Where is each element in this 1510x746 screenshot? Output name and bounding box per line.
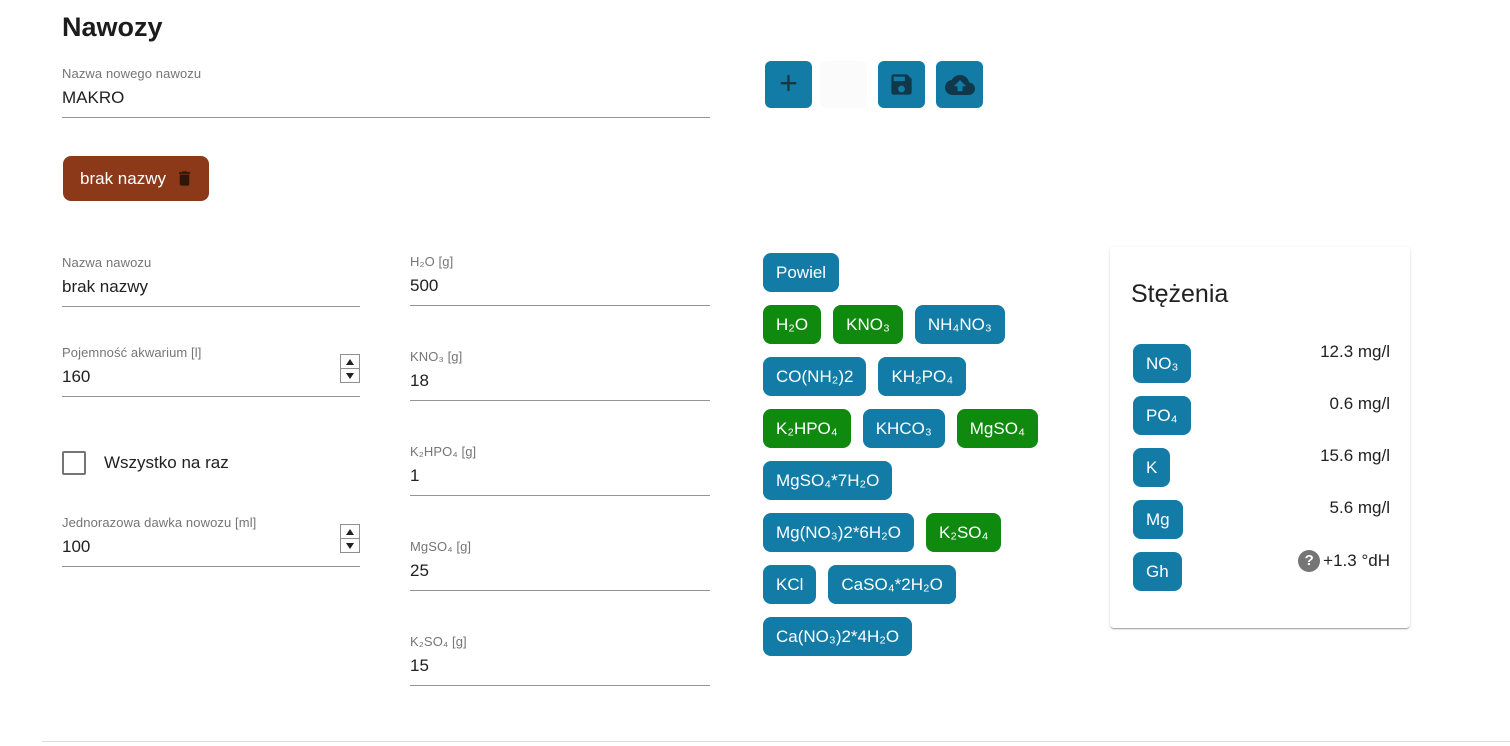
upload-button[interactable] xyxy=(936,61,983,108)
gh-value: ? +1.3 °dH xyxy=(1298,550,1390,572)
concentration-row-po4: PO₄ 0.6 mg/l xyxy=(1133,394,1390,448)
kno3-grams-label: KNO₃ [g] xyxy=(410,349,463,364)
fertilizer-name-value[interactable]: brak nazwy xyxy=(62,277,148,296)
trash-icon[interactable] xyxy=(175,168,194,189)
mgso4-grams-value[interactable]: 25 xyxy=(410,561,429,580)
input-underline xyxy=(62,306,360,307)
input-underline xyxy=(410,590,710,591)
chip-mgso4-7h2o[interactable]: MgSO₄*7H₂O xyxy=(763,461,893,500)
chip-co-nh2-2[interactable]: CO(NH₂)2 xyxy=(763,357,867,396)
save-button[interactable] xyxy=(878,61,925,108)
mgso4-grams-field[interactable]: MgSO₄ [g] 25 xyxy=(410,539,710,591)
add-fertilizer-button[interactable]: + xyxy=(765,61,812,108)
chip-kh2po4[interactable]: KH₂PO₄ xyxy=(878,357,967,396)
input-underline xyxy=(410,495,710,496)
single-dose-value[interactable]: 100 xyxy=(62,537,91,556)
aquarium-volume-value[interactable]: 160 xyxy=(62,367,91,386)
chip-h2o[interactable]: H₂O xyxy=(763,305,822,344)
chip-kcl[interactable]: KCl xyxy=(763,565,817,604)
chip-k2so4[interactable]: K₂SO₄ xyxy=(926,513,1002,552)
spinner-down-icon[interactable] xyxy=(341,539,359,552)
mg-value: 5.6 mg/l xyxy=(1329,498,1390,517)
h2o-grams-value[interactable]: 500 xyxy=(410,276,439,295)
no3-value: 12.3 mg/l xyxy=(1320,342,1390,361)
compound-chips: Powiel H₂O KNO₃ NH₄NO₃ CO(NH₂)2 KH₂PO₄ K… xyxy=(763,253,1038,669)
kno3-grams-field[interactable]: KNO₃ [g] 18 xyxy=(410,349,710,401)
new-fertilizer-name-label: Nazwa nowego nawozu xyxy=(62,66,202,81)
k-chip[interactable]: K xyxy=(1133,448,1171,487)
chip-mgno3-6h2o[interactable]: Mg(NO₃)2*6H₂O xyxy=(763,513,914,552)
concentration-row-mg: Mg 5.6 mg/l xyxy=(1133,498,1390,552)
chip-khco3[interactable]: KHCO₃ xyxy=(862,409,945,448)
chip-caso4-2h2o[interactable]: CaSO₄*2H₂O xyxy=(828,565,956,604)
bottom-divider xyxy=(42,741,1510,742)
input-underline xyxy=(410,305,710,306)
concentration-row-k: K 15.6 mg/l xyxy=(1133,446,1390,500)
saved-fertilizer-chip[interactable]: brak nazwy xyxy=(63,156,209,201)
po4-value: 0.6 mg/l xyxy=(1329,394,1390,413)
k2so4-grams-value[interactable]: 15 xyxy=(410,656,429,675)
spinner-up-icon[interactable] xyxy=(341,355,359,369)
concentration-row-no3: NO₃ 12.3 mg/l xyxy=(1133,342,1390,396)
duplicate-chip[interactable]: Powiel xyxy=(763,253,840,292)
mgso4-grams-label: MgSO₄ [g] xyxy=(410,539,472,554)
gh-value-text: +1.3 °dH xyxy=(1323,551,1390,570)
chip-cano3-4h2o[interactable]: Ca(NO₃)2*4H₂O xyxy=(763,617,913,656)
chip-k2hpo4[interactable]: K₂HPO₄ xyxy=(763,409,851,448)
input-underline xyxy=(410,685,710,686)
kno3-grams-value[interactable]: 18 xyxy=(410,371,429,390)
input-underline xyxy=(62,396,360,397)
k2so4-grams-field[interactable]: K₂SO₄ [g] 15 xyxy=(410,634,710,686)
k2hpo4-grams-value[interactable]: 1 xyxy=(410,466,420,485)
spinner-down-icon[interactable] xyxy=(341,369,359,382)
new-fertilizer-name-value[interactable]: MAKRO xyxy=(62,88,125,107)
single-dose-field[interactable]: Jednorazowa dawka nowozu [ml] 100 xyxy=(62,515,360,567)
k-value: 15.6 mg/l xyxy=(1320,446,1390,465)
question-mark-icon[interactable]: ? xyxy=(1298,550,1321,572)
concentrations-card: Stężenia NO₃ 12.3 mg/l PO₄ 0.6 mg/l K 15… xyxy=(1110,247,1410,628)
input-underline xyxy=(62,117,710,118)
all-at-once-checkbox-row[interactable]: Wszystko na raz xyxy=(62,451,229,475)
new-fertilizer-name-field[interactable]: Nazwa nowego nawozu MAKRO xyxy=(62,66,710,118)
dose-spinner[interactable] xyxy=(340,524,360,553)
mg-chip[interactable]: Mg xyxy=(1133,500,1183,539)
all-at-once-label: Wszystko na raz xyxy=(104,453,229,472)
k2hpo4-grams-label: K₂HPO₄ [g] xyxy=(410,444,477,459)
save-icon xyxy=(888,71,915,98)
k2so4-grams-label: K₂SO₄ [g] xyxy=(410,634,467,649)
plus-icon: + xyxy=(779,65,798,101)
concentration-row-gh: Gh ? +1.3 °dH xyxy=(1133,550,1390,604)
toolbar-blank-button[interactable] xyxy=(820,61,867,108)
aquarium-volume-label: Pojemność akwarium [l] xyxy=(62,345,202,360)
gh-chip[interactable]: Gh xyxy=(1133,552,1182,591)
aquarium-volume-field[interactable]: Pojemność akwarium [l] 160 xyxy=(62,345,360,397)
spinner-up-icon[interactable] xyxy=(341,525,359,539)
no3-chip[interactable]: NO₃ xyxy=(1133,344,1192,383)
single-dose-label: Jednorazowa dawka nowozu [ml] xyxy=(62,515,257,530)
chip-kno3[interactable]: KNO₃ xyxy=(833,305,903,344)
all-at-once-checkbox[interactable] xyxy=(62,451,86,475)
po4-chip[interactable]: PO₄ xyxy=(1133,396,1191,435)
saved-fertilizer-label: brak nazwy xyxy=(80,168,166,188)
h2o-grams-label: H₂O [g] xyxy=(410,254,454,269)
input-underline xyxy=(62,566,360,567)
fertilizer-name-label: Nazwa nawozu xyxy=(62,255,152,270)
cloud-upload-icon xyxy=(944,70,975,100)
concentrations-title: Stężenia xyxy=(1131,280,1229,308)
fertilizer-name-field[interactable]: Nazwa nawozu brak nazwy xyxy=(62,255,360,307)
k2hpo4-grams-field[interactable]: K₂HPO₄ [g] 1 xyxy=(410,444,710,496)
page-title: Nawozy xyxy=(62,12,163,42)
input-underline xyxy=(410,400,710,401)
chip-nh4no3[interactable]: NH₄NO₃ xyxy=(914,305,1005,344)
h2o-grams-field[interactable]: H₂O [g] 500 xyxy=(410,254,710,306)
chip-mgso4[interactable]: MgSO₄ xyxy=(956,409,1038,448)
volume-spinner[interactable] xyxy=(340,354,360,383)
